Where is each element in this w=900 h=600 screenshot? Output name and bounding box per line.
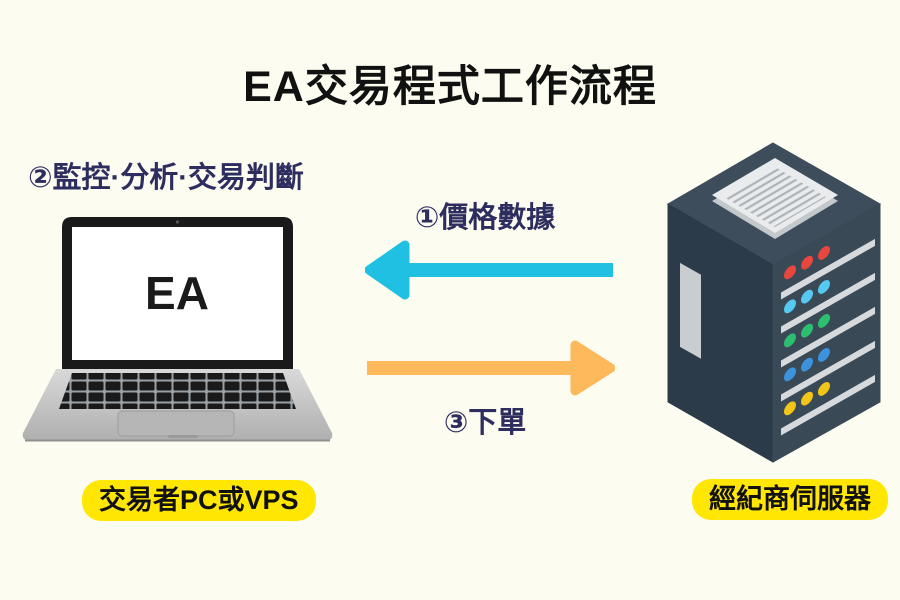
- order-arrow-icon: [367, 340, 615, 396]
- webcam-dot: [175, 220, 180, 224]
- server-icon: [667, 142, 882, 463]
- price-data-arrow-icon: [365, 240, 613, 300]
- laptop-screen: [72, 227, 283, 360]
- server-rails: [781, 238, 875, 436]
- page-title: EA交易程式工作流程: [243, 63, 657, 111]
- server-caption-badge: 經紀商伺服器: [692, 479, 888, 520]
- vent-slats: [724, 167, 826, 227]
- latch-notch: [168, 435, 198, 438]
- led-row-red: [784, 246, 830, 280]
- laptop-icon: EA: [22, 217, 333, 442]
- server-door-handle: [680, 262, 701, 359]
- price-data-label: ①價格數據: [414, 202, 556, 234]
- laptop-caption-badge: 交易者PC或VPS: [82, 480, 316, 521]
- order-label: ③下單: [443, 407, 527, 439]
- laptop-trackpad: [117, 410, 235, 437]
- laptop-screen-text: EA: [145, 267, 209, 319]
- led-row-blue: [784, 348, 830, 382]
- led-row-cyan: [784, 280, 830, 314]
- led-row-yellow: [784, 382, 830, 416]
- monitor-analyze-label: ②監控·分析·交易判斷: [28, 162, 304, 194]
- keyboard-keys: [59, 373, 296, 409]
- led-row-green: [784, 314, 830, 348]
- server-front-face: [772, 203, 881, 463]
